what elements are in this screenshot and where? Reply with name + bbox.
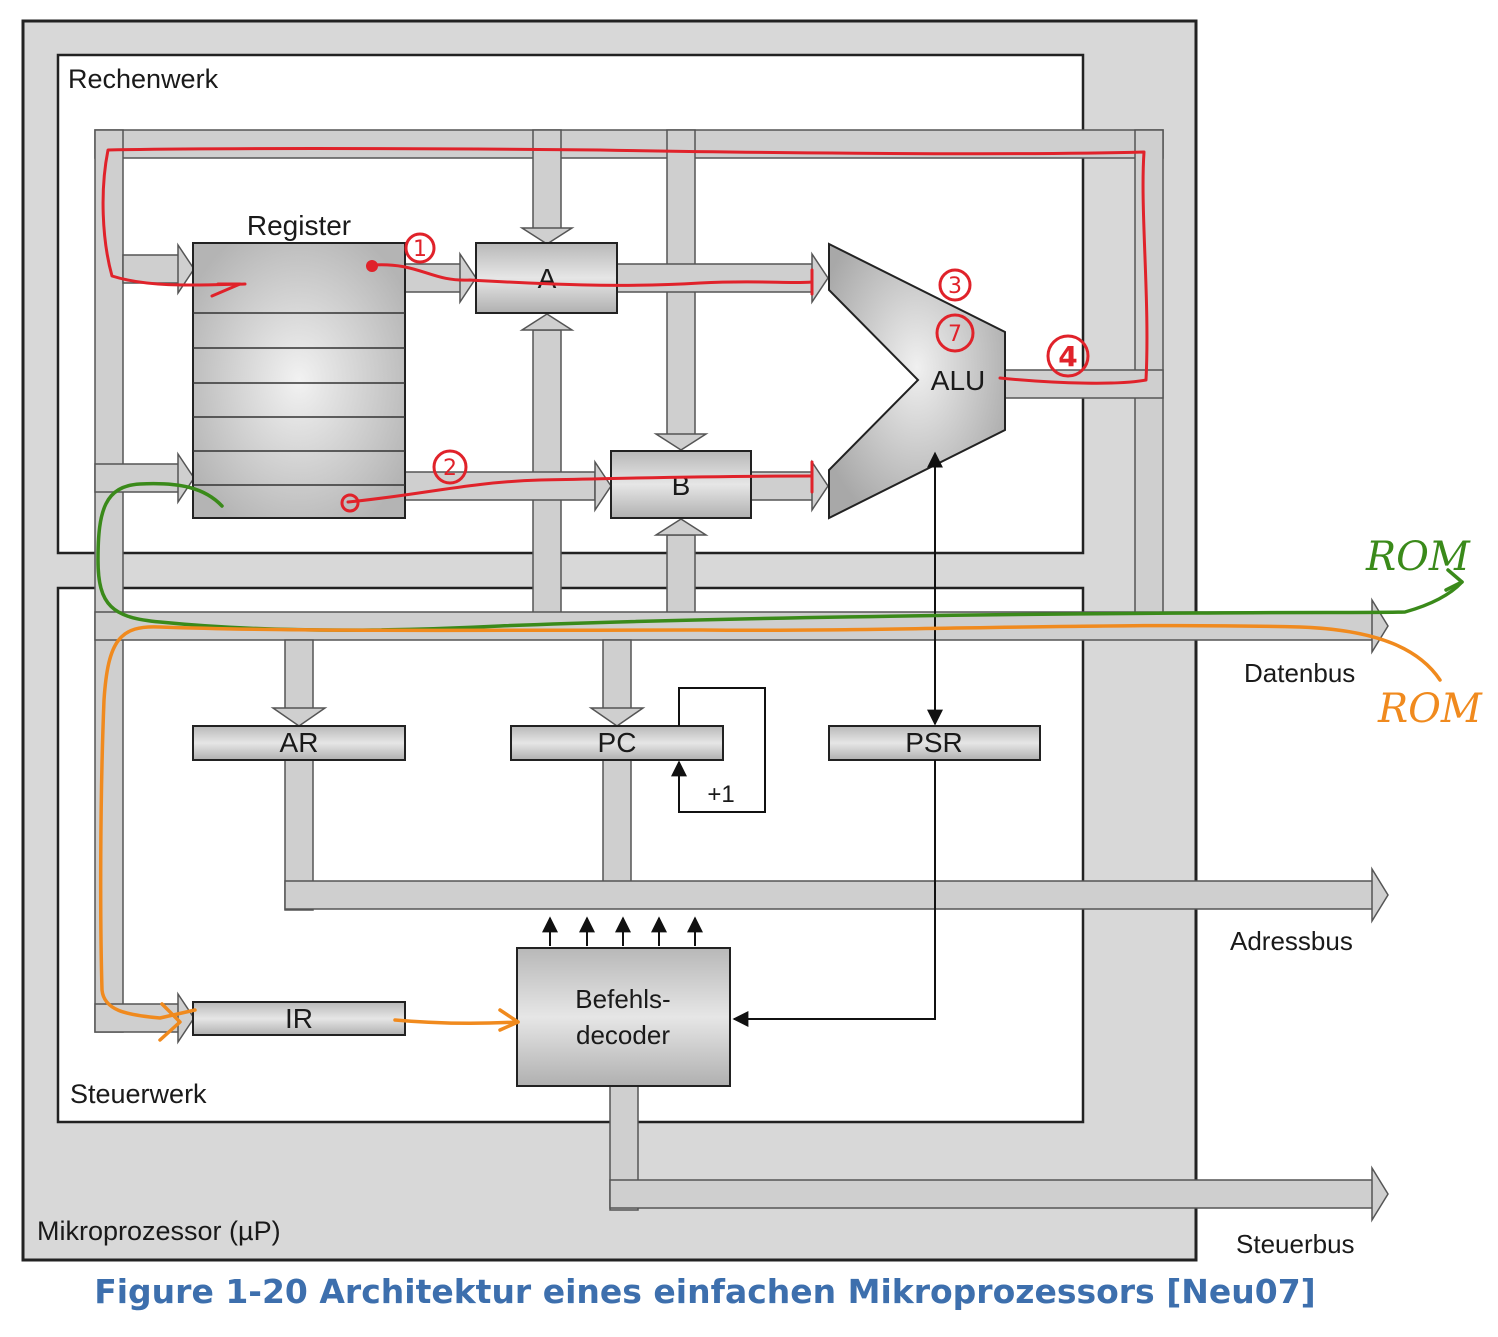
microprocessor-label: Mikroprozessor (µP) xyxy=(37,1216,281,1246)
arrowhead-to-ar xyxy=(270,707,328,727)
bus-into-register-bottom xyxy=(94,463,181,493)
step-2-marker: 2 xyxy=(443,456,457,481)
bus-register-to-b xyxy=(404,471,596,501)
step-3-marker: 3 xyxy=(948,274,962,299)
register-a-label: A xyxy=(538,263,557,294)
red-step-markers: 1 2 3 7 4 xyxy=(404,232,1090,485)
arrowhead-register-bottom xyxy=(177,451,195,505)
step-4-marker: 4 xyxy=(1058,340,1077,373)
decoder-label-line1: Befehls- xyxy=(575,984,670,1014)
register-a xyxy=(475,242,618,314)
program-counter-label: PC xyxy=(598,727,637,758)
data-bus-label: Datenbus xyxy=(1244,658,1355,688)
increment-label: +1 xyxy=(707,781,734,808)
red-dot-register-a xyxy=(366,260,378,272)
arrowhead-to-b xyxy=(594,459,612,513)
control-bus-arrowhead xyxy=(1371,1165,1389,1223)
psr-to-decoder-link xyxy=(732,760,936,1027)
rechenwerk-label: Rechenwerk xyxy=(68,64,219,94)
register-rows xyxy=(193,312,405,486)
alu-shape xyxy=(828,242,1006,520)
arrowhead-to-pc xyxy=(588,707,646,727)
control-bus-line xyxy=(609,1179,1376,1209)
instruction-register xyxy=(192,1001,406,1036)
address-bus-line xyxy=(284,880,1376,910)
address-bus-arrowhead xyxy=(1371,866,1389,924)
green-annotation-path xyxy=(96,481,1464,632)
alu-label: ALU xyxy=(931,365,985,396)
green-rom-label: ROM xyxy=(1365,534,1471,580)
register-b-label: B xyxy=(672,470,691,501)
orange-annotation-path xyxy=(98,623,1442,1042)
register-b xyxy=(610,450,752,519)
control-bus-label: Steuerbus xyxy=(1236,1229,1355,1259)
red-annotation-path xyxy=(101,147,1149,504)
arrowhead-top-into-b xyxy=(653,433,709,451)
bus-to-a xyxy=(532,129,562,231)
arrowhead-register-top xyxy=(177,242,195,296)
pc-increment-loop xyxy=(671,687,766,813)
address-register xyxy=(192,725,406,761)
decoder-label-line2: decoder xyxy=(576,1020,670,1050)
red-dot-register-b xyxy=(340,493,360,513)
bus-to-ar xyxy=(284,639,314,711)
orange-rom-label: ROM xyxy=(1377,686,1483,732)
program-counter xyxy=(510,725,724,761)
bus-into-register-top xyxy=(122,254,181,284)
status-register-label: PSR xyxy=(905,727,963,758)
figure-caption: Figure 1-20 Architektur eines einfachen … xyxy=(94,1272,1316,1311)
data-bus-arrowhead xyxy=(1371,597,1389,655)
address-register-label: AR xyxy=(280,727,319,758)
arrowhead-to-a xyxy=(459,251,477,305)
decoder-control-arrows xyxy=(542,916,703,946)
instruction-register-label: IR xyxy=(285,1003,313,1034)
bus-pc-down xyxy=(602,759,632,883)
steuerwerk-label: Steuerwerk xyxy=(70,1079,207,1109)
address-bus-label: Adressbus xyxy=(1230,926,1353,956)
bus-b-to-databus xyxy=(666,534,696,616)
step-7-marker: 7 xyxy=(948,322,962,347)
arrowhead-bottom-into-b xyxy=(653,518,709,536)
bus-to-pc xyxy=(602,639,632,711)
arrowhead-top-into-a xyxy=(519,227,575,245)
step-1-marker: 1 xyxy=(413,237,427,262)
status-register xyxy=(828,725,1041,761)
instruction-decoder xyxy=(516,947,731,1087)
arrowhead-bottom-into-a xyxy=(519,313,575,331)
register-label: Register xyxy=(247,210,351,241)
bus-a-to-alu xyxy=(616,263,815,293)
